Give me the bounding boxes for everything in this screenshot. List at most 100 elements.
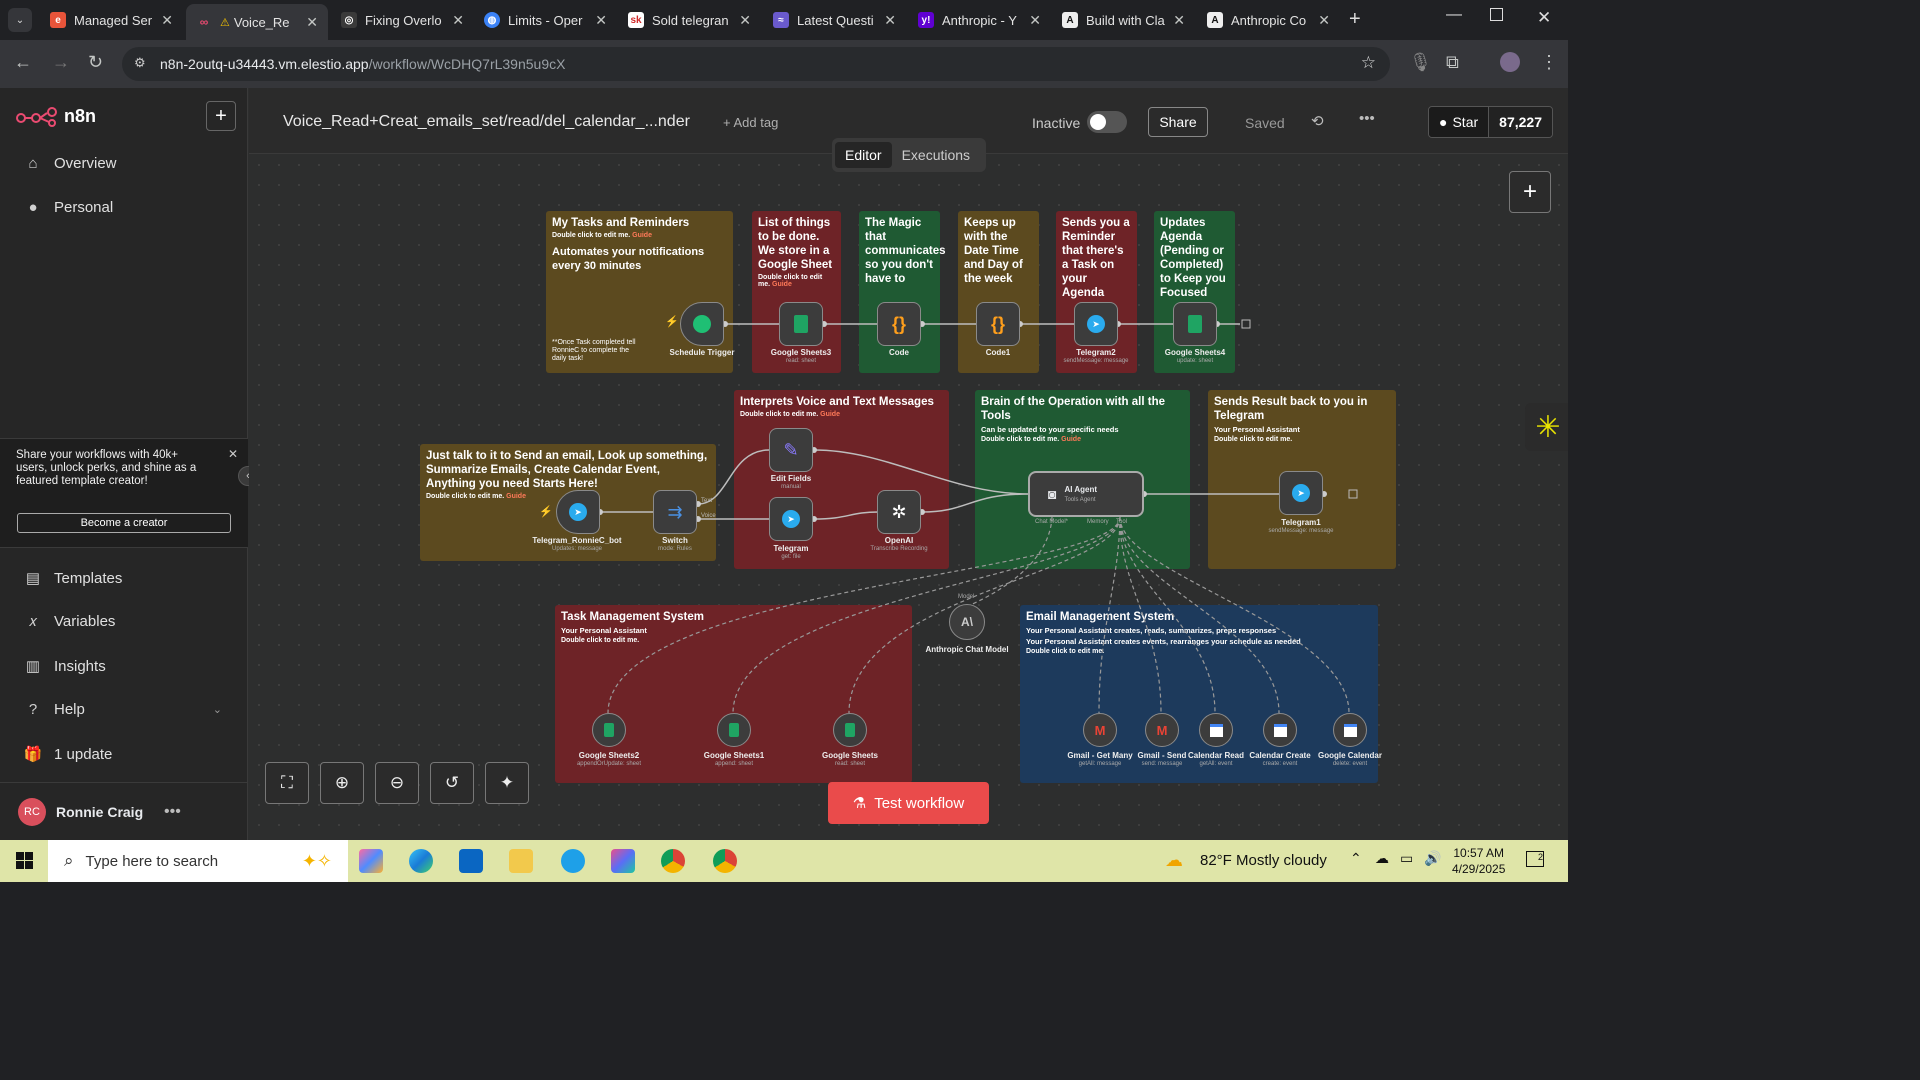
zoom-in-button[interactable]: ⊕ bbox=[320, 762, 364, 804]
zoom-out-button[interactable]: ⊖ bbox=[375, 762, 419, 804]
gmail-get-many-node[interactable]: M bbox=[1083, 713, 1117, 747]
calendar-read-node[interactable] bbox=[1199, 713, 1233, 747]
close-tab-icon[interactable]: ✕ bbox=[884, 11, 896, 28]
system-clock[interactable]: 10:57 AM 4/29/2025 bbox=[1452, 845, 1505, 877]
chevron-up-icon[interactable]: ⌃ bbox=[1350, 850, 1362, 866]
close-tab-icon[interactable]: ✕ bbox=[161, 11, 173, 28]
close-tab-icon[interactable]: ✕ bbox=[306, 13, 318, 30]
copilot-icon[interactable] bbox=[359, 849, 383, 873]
sticky-note[interactable]: Keeps up with the Date Time and Day of t… bbox=[958, 211, 1039, 373]
close-tab-icon[interactable]: ✕ bbox=[1318, 11, 1330, 28]
anthropic-chat-model-node[interactable]: A\ bbox=[949, 604, 985, 640]
address-bar[interactable]: ⚙ n8n-2outq-u34443.vm.elestio.app/workfl… bbox=[122, 47, 1390, 81]
sticky-note[interactable]: Email Management System Your Personal As… bbox=[1020, 605, 1378, 783]
close-tab-icon[interactable]: ✕ bbox=[452, 11, 464, 28]
close-tab-icon[interactable]: ✕ bbox=[595, 11, 607, 28]
edit-fields-node[interactable]: ✎ bbox=[769, 428, 813, 472]
extensions-icon[interactable]: ⧉ bbox=[1446, 52, 1459, 72]
taskbar-search-input[interactable]: ⌕ Type here to search ✦✧ bbox=[48, 840, 348, 882]
active-toggle[interactable] bbox=[1087, 111, 1127, 133]
history-icon[interactable]: ⟲ bbox=[1311, 113, 1324, 130]
reset-zoom-button[interactable]: ↺ bbox=[430, 762, 474, 804]
close-icon[interactable]: ✕ bbox=[227, 447, 238, 461]
guide-link[interactable]: Guide bbox=[632, 232, 652, 239]
sticky-note[interactable]: My Tasks and Reminders Double click to e… bbox=[546, 211, 733, 373]
sticky-note[interactable]: Interprets Voice and Text Messages Doubl… bbox=[734, 390, 949, 569]
more-options-icon[interactable]: ••• bbox=[164, 802, 181, 820]
edge-icon[interactable] bbox=[409, 849, 433, 873]
reload-icon[interactable]: ↻ bbox=[88, 52, 104, 72]
google-sheets-node[interactable] bbox=[833, 713, 867, 747]
guide-link[interactable]: Guide bbox=[1061, 436, 1081, 443]
sticky-note[interactable]: List of things to be done. We store in a… bbox=[752, 211, 841, 373]
telegram-node[interactable]: ➤ bbox=[769, 497, 813, 541]
browser-tab[interactable]: ≈Latest Questi✕ bbox=[763, 6, 906, 34]
assistant-sparkle-icon[interactable]: ✳ bbox=[1525, 403, 1568, 451]
chrome-profile-icon[interactable] bbox=[713, 849, 737, 873]
close-window-icon[interactable]: ✕ bbox=[1537, 8, 1552, 27]
google-calendar-node[interactable] bbox=[1333, 713, 1367, 747]
restore-icon[interactable] bbox=[1490, 8, 1503, 21]
guide-link[interactable]: Guide bbox=[772, 281, 792, 288]
gmail-send-node[interactable]: M bbox=[1145, 713, 1179, 747]
user-menu[interactable]: RC Ronnie Craig ••• bbox=[0, 782, 248, 840]
browser-tab-active[interactable]: ∞⚠Voice_Rea✕ bbox=[186, 4, 328, 40]
browser-tab[interactable]: ◎Fixing Overlo✕ bbox=[331, 6, 474, 34]
sidebar-item-templates[interactable]: ▤Templates bbox=[22, 569, 122, 588]
test-workflow-button[interactable]: ⚗Test workflow bbox=[828, 782, 989, 824]
notifications-icon[interactable]: 2 bbox=[1526, 851, 1544, 867]
new-tab-icon[interactable]: + bbox=[1349, 8, 1361, 30]
internet-explorer-icon[interactable] bbox=[561, 849, 585, 873]
sidebar-item-help[interactable]: ?Help⌄ bbox=[22, 701, 222, 718]
github-star-button[interactable]: ●Star 87,227 bbox=[1428, 106, 1553, 138]
google-sheets1-node[interactable] bbox=[717, 713, 751, 747]
browser-tab[interactable]: y!Anthropic - Y✕ bbox=[908, 6, 1051, 34]
google-sheets4-node[interactable] bbox=[1173, 302, 1217, 346]
back-icon[interactable]: ← bbox=[14, 52, 32, 72]
workflow-canvas[interactable]: My Tasks and Reminders Double click to e… bbox=[249, 155, 1568, 840]
google-sheets2-node[interactable] bbox=[592, 713, 626, 747]
guide-link[interactable]: Guide bbox=[506, 493, 526, 500]
tab-search-button[interactable]: ⌄ bbox=[8, 8, 32, 32]
calendar-create-node[interactable] bbox=[1263, 713, 1297, 747]
volume-icon[interactable]: 🔊 bbox=[1424, 850, 1442, 866]
windows-start-icon[interactable] bbox=[16, 852, 33, 869]
workflow-name[interactable]: Voice_Read+Creat_emails_set/read/del_cal… bbox=[283, 113, 690, 130]
file-explorer-icon[interactable] bbox=[509, 849, 533, 873]
network-icon[interactable]: ☁ bbox=[1375, 850, 1389, 866]
site-info-icon[interactable]: ⚙ bbox=[134, 55, 146, 70]
telegram-trigger-node[interactable]: ➤ bbox=[556, 490, 600, 534]
sidebar-item-personal[interactable]: ●Personal bbox=[22, 199, 113, 216]
guide-link[interactable]: Guide bbox=[820, 411, 840, 418]
close-tab-icon[interactable]: ✕ bbox=[1029, 11, 1041, 28]
add-node-button[interactable]: + bbox=[1509, 171, 1551, 213]
sticky-note[interactable]: Updates Agenda (Pending or Completed) to… bbox=[1154, 211, 1235, 373]
weather-text[interactable]: 82°F Mostly cloudy bbox=[1200, 852, 1327, 869]
become-creator-button[interactable]: Become a creator bbox=[17, 513, 231, 533]
tab-editor[interactable]: Editor bbox=[835, 142, 892, 168]
schedule-trigger-node[interactable] bbox=[680, 302, 724, 346]
chrome-icon[interactable] bbox=[661, 849, 685, 873]
minimize-icon[interactable]: — bbox=[1446, 6, 1462, 23]
battery-icon[interactable]: ▭ bbox=[1400, 850, 1414, 866]
sticky-note[interactable]: Task Management System Your Personal Ass… bbox=[555, 605, 912, 783]
telegram2-node[interactable]: ➤ bbox=[1074, 302, 1118, 346]
create-plus-button[interactable]: + bbox=[206, 101, 236, 131]
outlook-icon[interactable] bbox=[459, 849, 483, 873]
bookmark-star-icon[interactable]: ☆ bbox=[1360, 53, 1376, 72]
share-button[interactable]: Share bbox=[1148, 107, 1208, 137]
n8n-logo[interactable]: n8n bbox=[16, 106, 96, 127]
tab-executions[interactable]: Executions bbox=[901, 147, 971, 163]
sidebar-item-update[interactable]: 🎁1 update bbox=[22, 745, 113, 764]
profile-avatar-icon[interactable] bbox=[1500, 52, 1520, 72]
tidy-up-button[interactable]: ✦ bbox=[485, 762, 529, 804]
telegram1-node[interactable]: ➤ bbox=[1279, 471, 1323, 515]
code-node[interactable]: {} bbox=[877, 302, 921, 346]
sticky-note[interactable]: The Magic that communicates so you don't… bbox=[859, 211, 946, 373]
